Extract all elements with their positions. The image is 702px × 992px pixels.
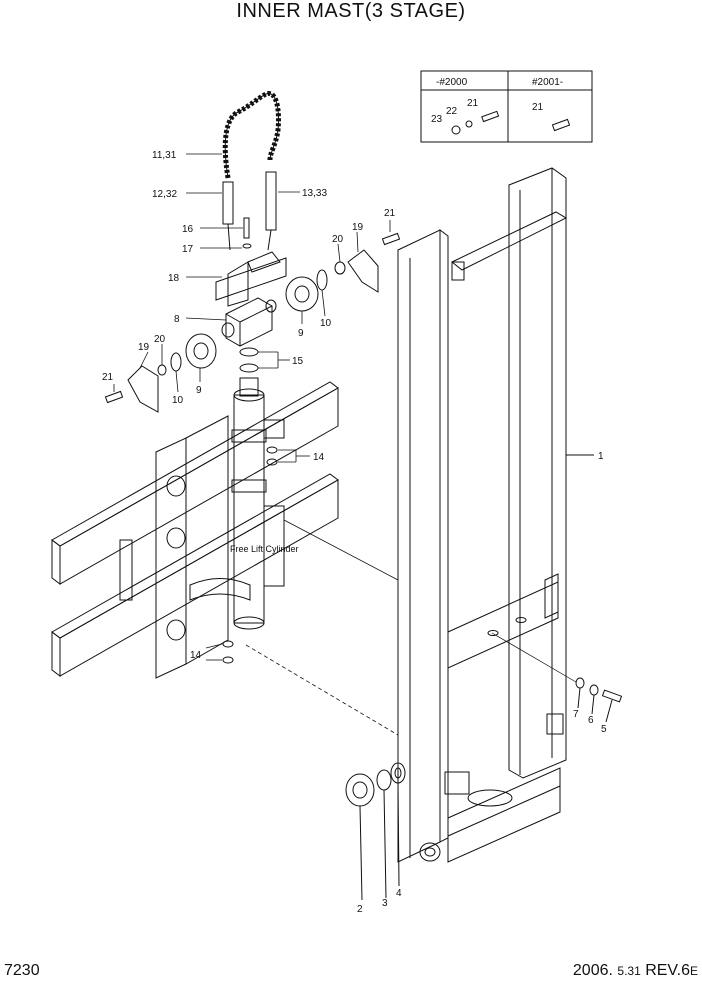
revision-suffix: E <box>689 964 698 978</box>
snap-ring-10-lower-icon <box>170 352 182 372</box>
page-number: 7230 <box>4 962 40 979</box>
chain-anchor-right-icon <box>265 171 277 231</box>
callout-19-upper: 19 <box>352 222 364 233</box>
callout-7: 7 <box>573 709 579 720</box>
bolt-icon <box>601 689 623 703</box>
washer-23-icon <box>451 125 461 135</box>
shim-20-lower-icon <box>157 364 167 376</box>
bolt-16-icon <box>243 217 250 239</box>
callout-10-lower: 10 <box>172 395 184 406</box>
washer-22-icon <box>465 120 473 128</box>
callout-3: 3 <box>382 898 388 909</box>
callout-11-31: 11,31 <box>152 150 177 161</box>
seal-15b-icon <box>239 363 259 373</box>
callout-21-upper: 21 <box>384 208 396 219</box>
leader-lines <box>113 153 391 661</box>
callout-4: 4 <box>396 888 402 899</box>
callout-9-lower: 9 <box>196 385 202 396</box>
page-title: INNER MAST(3 STAGE) <box>236 0 466 22</box>
bracket-19-lower-icon <box>127 365 159 413</box>
callout-14-upper: 14 <box>313 452 325 463</box>
callout-6: 6 <box>588 715 594 726</box>
variant-left-label-21: 21 <box>467 98 479 109</box>
bottom-roller-parts <box>345 762 406 901</box>
chain-anchor-left-icon <box>222 181 234 225</box>
callout-5: 5 <box>601 724 607 735</box>
lift-chain <box>222 91 281 251</box>
callout-1: 1 <box>598 451 604 462</box>
bolt-21-lower-icon <box>104 390 124 404</box>
revision-number: REV.6 <box>645 962 690 979</box>
inner-mast-rail-assembly <box>397 167 568 863</box>
roller-9-upper-icon <box>285 276 319 312</box>
callout-13-33: 13,33 <box>302 188 327 199</box>
callout-19-lower: 19 <box>138 342 150 353</box>
revision-date-minor: 5.31 <box>617 964 641 978</box>
variant-table <box>420 70 593 143</box>
callout-20-upper: 20 <box>332 234 344 245</box>
bolt-21-upper-icon <box>381 232 401 246</box>
variant-left-label-23: 23 <box>431 114 443 125</box>
callout-9-upper: 9 <box>298 328 304 339</box>
callout-16: 16 <box>182 224 194 235</box>
revision-stamp: 2006. 5.31 REV.6E <box>573 962 698 980</box>
callout-15: 15 <box>292 356 304 367</box>
washer-17-icon <box>242 243 252 249</box>
callout-12-32: 12,32 <box>152 189 177 200</box>
roller-9-lower-icon <box>185 333 217 369</box>
callout-20-lower: 20 <box>154 334 166 345</box>
snap-ring-10-upper-icon <box>316 269 328 291</box>
variant-right-label-21: 21 <box>532 102 544 113</box>
callout-21-lower: 21 <box>102 372 114 383</box>
callout-10-upper: 10 <box>320 318 332 329</box>
shim-icon <box>376 769 392 791</box>
revision-date-major: 2006. <box>572 962 613 979</box>
variant-left-label-22: 22 <box>446 106 458 117</box>
callout-18: 18 <box>168 273 180 284</box>
free-lift-cylinder-label: Free Lift Cylinder <box>230 544 299 554</box>
roller-bearing-icon <box>345 773 375 807</box>
side-bolt-parts <box>491 632 623 723</box>
seal-15a-icon <box>239 347 259 357</box>
bolt-21-icon <box>481 110 500 123</box>
carriage-frame <box>51 381 339 679</box>
callout-17: 17 <box>182 244 194 255</box>
chain-guard-bracket <box>215 251 287 307</box>
variant-header-new: #2001- <box>532 77 563 88</box>
shim-20-upper-icon <box>334 261 346 275</box>
callout-2: 2 <box>357 904 363 915</box>
bracket-19-upper-icon <box>347 249 379 293</box>
free-lift-cylinder <box>222 377 285 664</box>
variant-header-old: -#2000 <box>436 77 468 88</box>
bolt-21-alt-icon <box>551 118 571 132</box>
callout-14-lower: 14 <box>190 650 202 661</box>
callout-8: 8 <box>174 314 180 325</box>
crosshead-block <box>221 297 277 347</box>
